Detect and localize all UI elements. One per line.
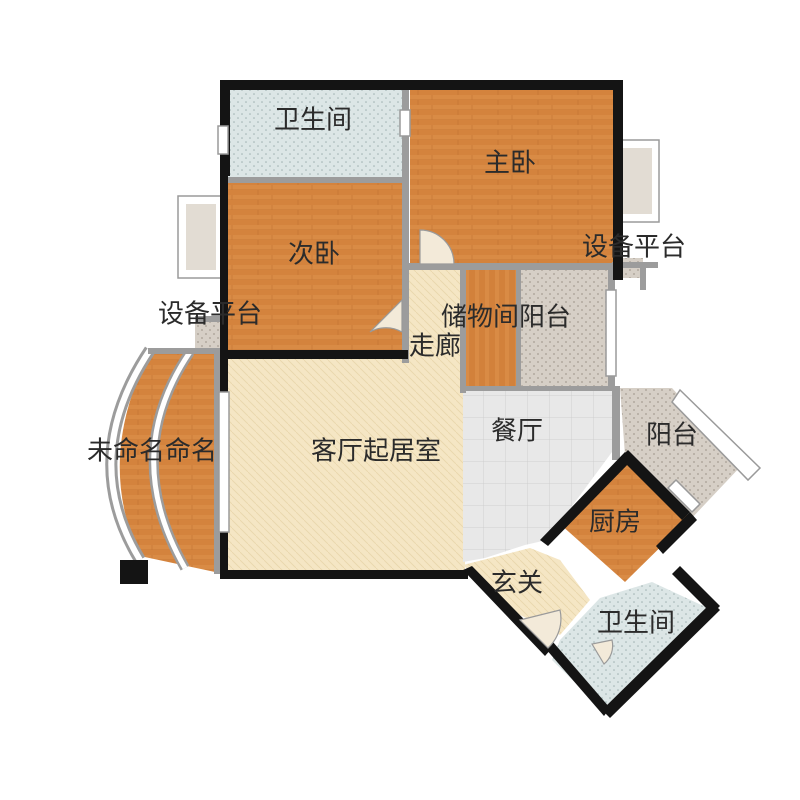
- label-corridor: 走廊: [409, 332, 461, 362]
- balcony-floor: [620, 388, 742, 520]
- bathroom-bottom-floor: [552, 582, 712, 712]
- door-second-bedroom: [369, 298, 403, 334]
- outer-wall-living-bottom: [220, 570, 468, 579]
- window-living-left: [218, 391, 230, 533]
- unnamed-room-outer-arc-window: [108, 348, 153, 562]
- inner-wall-bath-bedroom: [228, 177, 408, 183]
- corner-column: [120, 560, 148, 584]
- corridor-floor: [405, 264, 463, 356]
- door-bathroom-bottom: [591, 639, 614, 665]
- window-bath-top-left: [217, 125, 229, 155]
- window-balcony-right: [671, 388, 762, 482]
- window-kitchen-right: [666, 478, 702, 514]
- outer-wall-bath-bottom-right: [602, 602, 720, 718]
- label-balcony: 阳台: [646, 421, 698, 451]
- unnamed-room-inner-arc-highlight: [151, 350, 193, 570]
- inner-wall-storage-bottom: [460, 386, 620, 391]
- second-bedroom-floor: [228, 182, 405, 350]
- inner-wall-equip-right: [612, 262, 658, 268]
- inner-wall-storage-left: [460, 263, 466, 393]
- dining-room-floor: [463, 388, 612, 562]
- storage-floor: [463, 270, 518, 388]
- label-equipment-platform-left: 设备平台: [158, 300, 262, 330]
- inner-wall-unnamed-right: [214, 354, 222, 574]
- inner-wall-vertical-left: [402, 88, 409, 363]
- inner-wall-storage-mid: [516, 270, 521, 390]
- label-master-bedroom: 主卧: [484, 149, 536, 179]
- label-bathroom-top: 卫生间: [274, 106, 352, 136]
- door-master-bedroom: [419, 229, 455, 265]
- label-bathroom-bottom: 卫生间: [597, 609, 675, 639]
- label-living-room: 客厅起居室: [311, 437, 441, 467]
- label-dining-room: 餐厅: [491, 417, 543, 447]
- outer-wall-bath-bottom-left: [545, 642, 610, 716]
- outer-wall-bath-top-right: [672, 566, 720, 614]
- inner-wall-equip-right-side: [640, 262, 646, 290]
- master-bedroom-floor: [410, 88, 613, 264]
- bathroom-top-floor: [228, 88, 405, 178]
- window-bath-top-inner: [399, 109, 411, 137]
- label-equipment-platform-right: 设备平台: [582, 233, 686, 263]
- unnamed-room-floor: [119, 352, 215, 572]
- outer-wall-kitchen-left: [540, 452, 632, 546]
- label-entrance: 玄关: [491, 569, 543, 599]
- label-storage-balcony: 储物间阳台: [441, 303, 571, 333]
- outer-wall-bedroom-bottom: [220, 350, 408, 359]
- window-storage-right: [605, 289, 617, 377]
- label-kitchen: 厨房: [589, 508, 641, 538]
- inner-wall-equip-left: [195, 316, 225, 322]
- bay-window-right-glass: [622, 148, 652, 214]
- label-second-bedroom: 次卧: [288, 240, 340, 270]
- bay-window-left-glass: [186, 204, 216, 270]
- inner-wall-master-bottom: [409, 263, 614, 270]
- living-room-floor: [228, 356, 465, 571]
- inner-wall-dining-right: [612, 388, 620, 460]
- outer-wall-right-top: [613, 80, 623, 280]
- outer-wall-kitchen-right: [656, 512, 697, 554]
- door-entrance: [518, 609, 562, 649]
- outer-wall-left-mid: [220, 176, 228, 356]
- storage-balcony-floor: [520, 270, 610, 388]
- inner-wall-unnamed-top: [148, 348, 223, 354]
- label-unnamed: 未命名命名: [87, 437, 217, 467]
- outer-wall-top: [220, 80, 623, 90]
- outer-wall-kitchen-top: [620, 450, 690, 520]
- outer-wall-entrance-diagonal: [463, 566, 552, 656]
- equipment-platform-left-floor: [195, 320, 220, 350]
